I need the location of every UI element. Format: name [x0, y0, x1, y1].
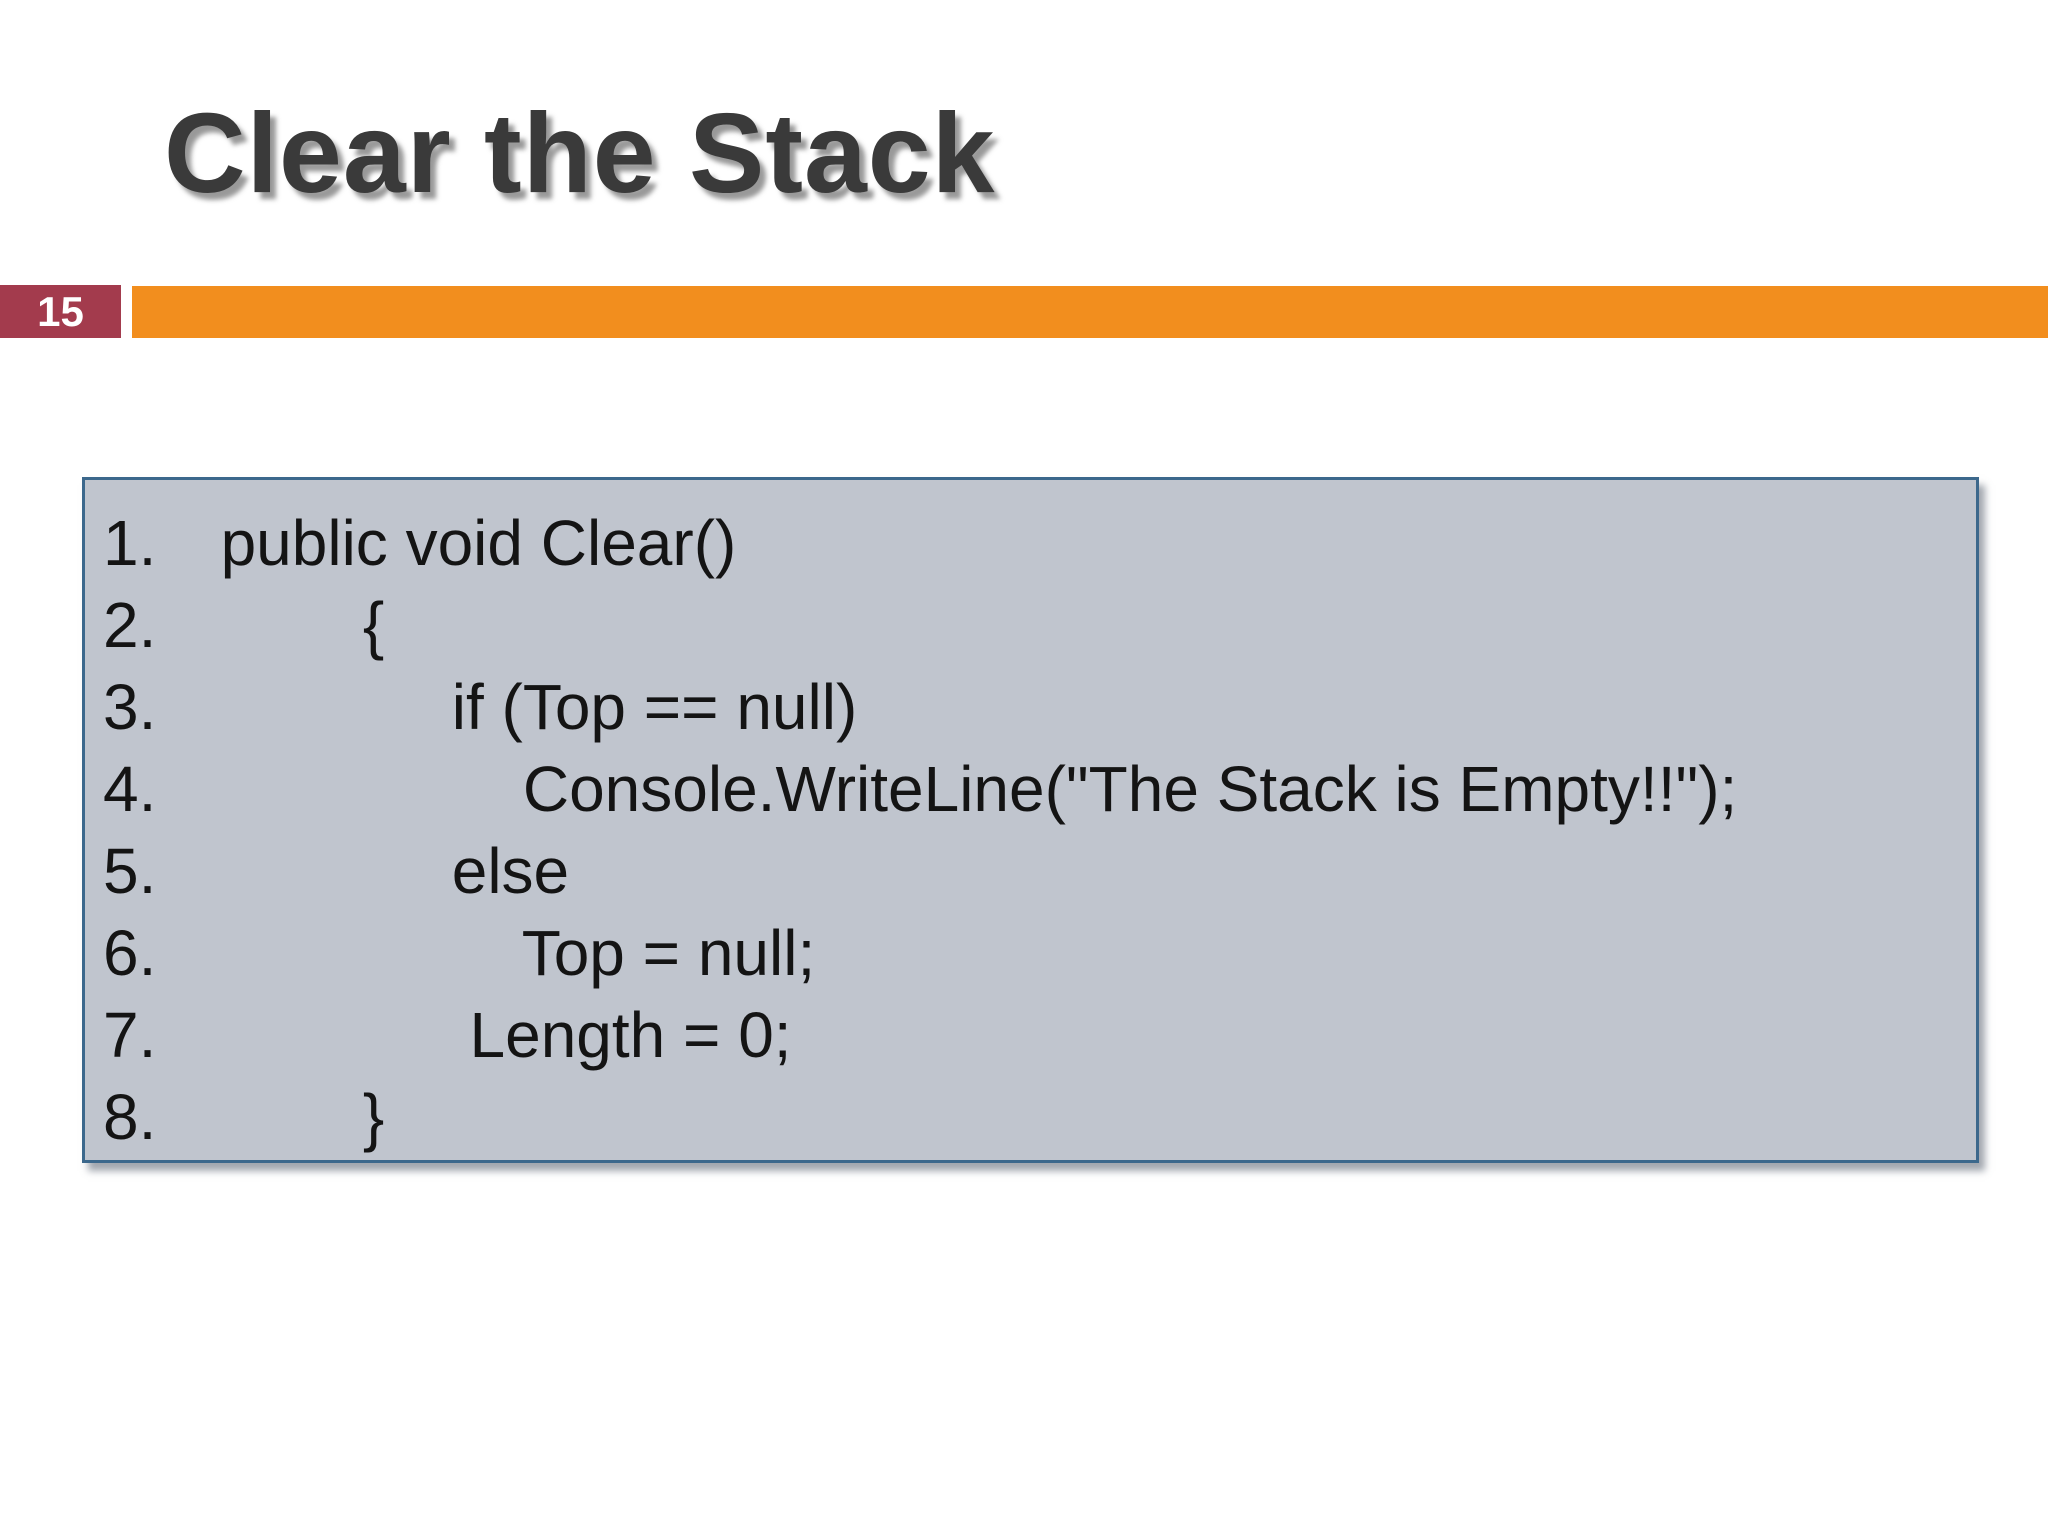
code-line-text: }	[185, 1081, 385, 1153]
code-box: 1. public void Clear() 2. { 3. if (Top =…	[82, 477, 1979, 1163]
code-line-text: else	[185, 835, 570, 907]
code-line: 3. if (Top == null)	[103, 666, 1976, 748]
code-line: 1. public void Clear()	[103, 502, 1976, 584]
code-line: 4. Console.WriteLine("The Stack is Empty…	[103, 748, 1976, 830]
code-line-text: Top = null;	[185, 917, 816, 989]
code-line-number: 1.	[103, 507, 157, 579]
page-number: 15	[37, 287, 84, 335]
code-line-number: 8.	[103, 1081, 157, 1153]
slide-title: Clear the Stack	[164, 90, 996, 216]
code-line: 5. else	[103, 830, 1976, 912]
page-number-badge: 15	[0, 285, 121, 338]
code-line-text: public void Clear()	[185, 507, 737, 579]
code-line: 7. Length = 0;	[103, 994, 1976, 1076]
code-line-text: Length = 0;	[185, 999, 792, 1071]
accent-bar	[132, 286, 2048, 338]
code-line: 8. }	[103, 1076, 1976, 1158]
code-line-text: Console.WriteLine("The Stack is Empty!!"…	[185, 753, 1738, 825]
code-line-number: 5.	[103, 835, 157, 907]
code-line-number: 6.	[103, 917, 157, 989]
code-line: 6. Top = null;	[103, 912, 1976, 994]
code-line-number: 4.	[103, 753, 157, 825]
code-line: 2. {	[103, 584, 1976, 666]
code-line-number: 7.	[103, 999, 157, 1071]
code-line-number: 3.	[103, 671, 157, 743]
code-line-number: 2.	[103, 589, 157, 661]
code-line-text: if (Top == null)	[185, 671, 858, 743]
code-line-text: {	[185, 589, 385, 661]
